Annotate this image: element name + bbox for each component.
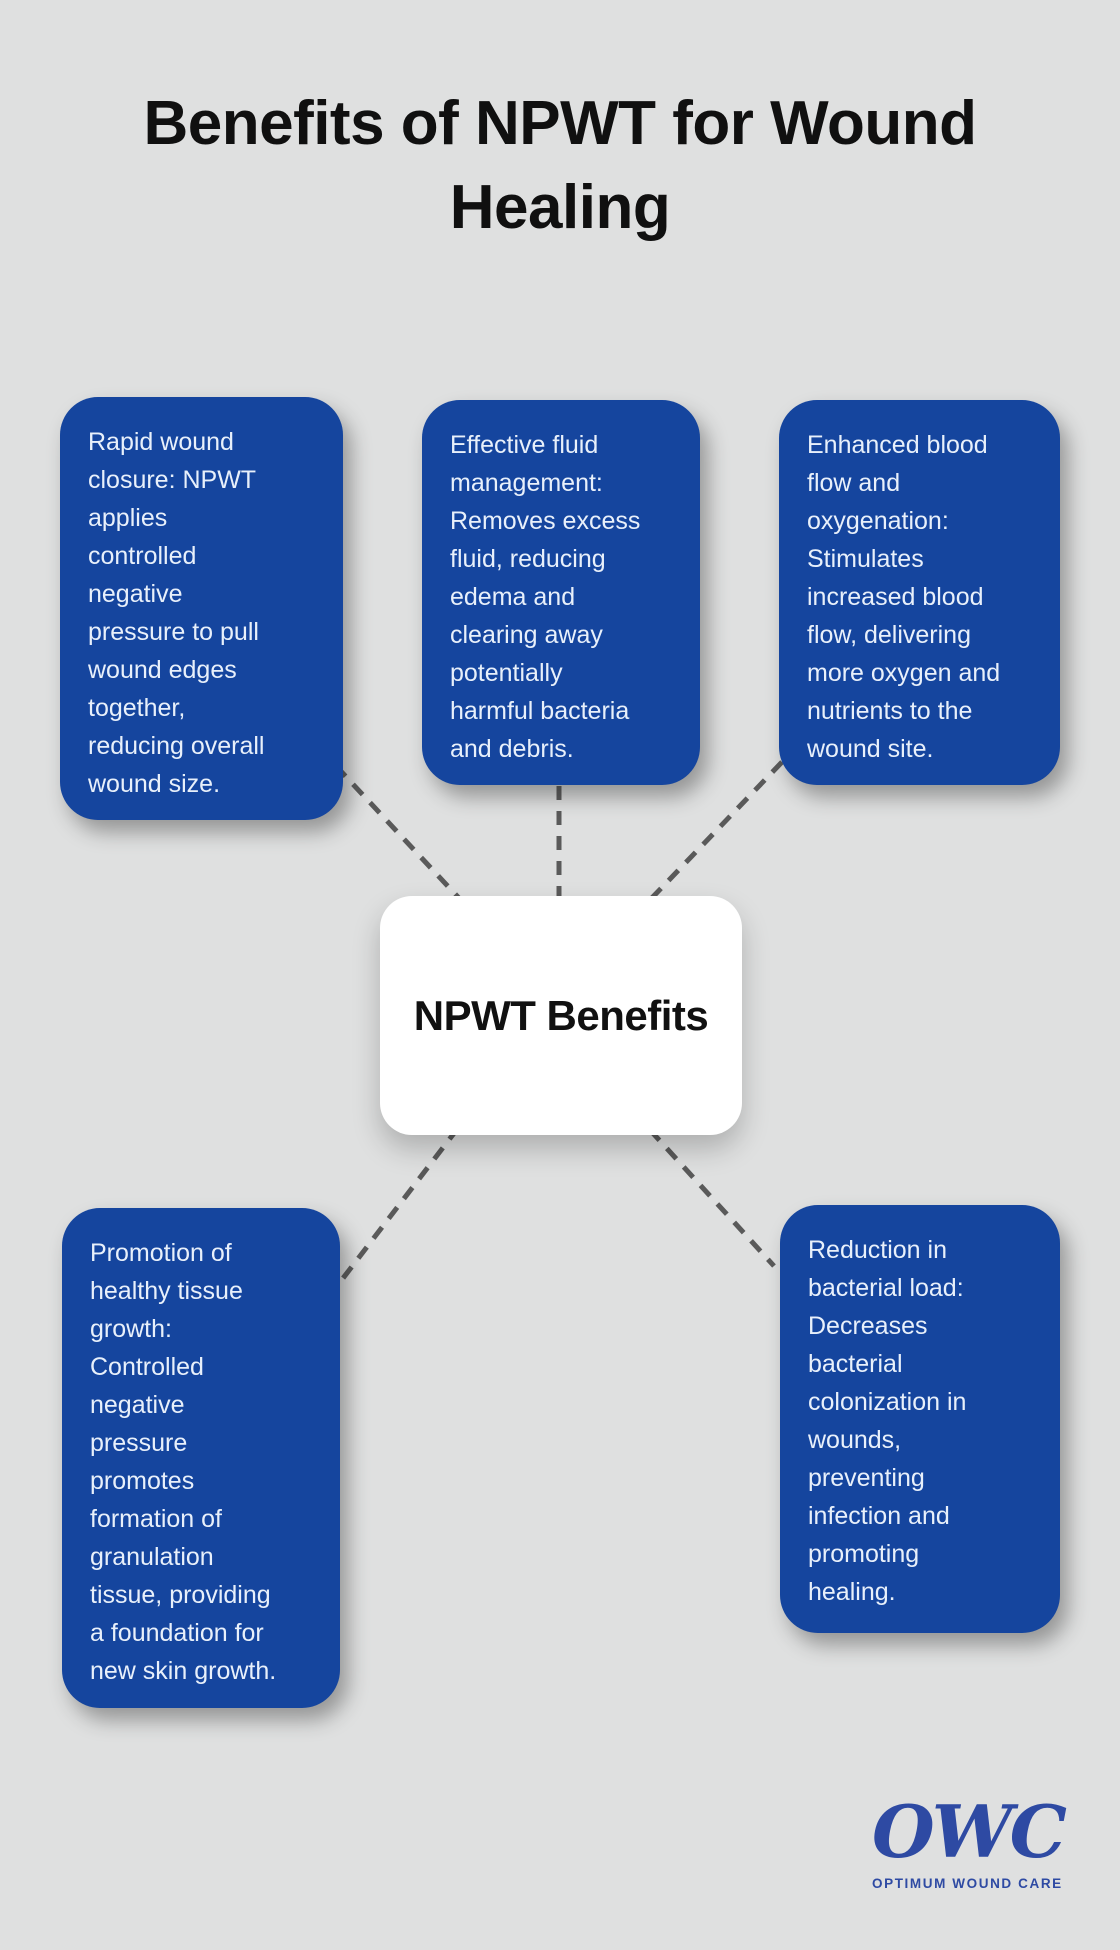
benefit-box-promotion-tissue-growth: Promotion of healthy tissue growth: Cont… [62, 1208, 340, 1708]
benefit-box-rapid-wound-closure: Rapid wound closure: NPWT applies contro… [60, 397, 343, 820]
benefit-box-reduction-bacterial-load: Reduction in bacterial load: Decreases b… [780, 1205, 1060, 1633]
center-node-label: NPWT Benefits [413, 991, 709, 1039]
benefit-box-effective-fluid-management: Effective fluid management: Removes exce… [422, 400, 700, 785]
owc-logo-monogram: OWC [872, 1789, 1067, 1874]
benefit-text-effective-fluid-management: Effective fluid management: Removes exce… [450, 431, 641, 763]
benefit-text-rapid-wound-closure: Rapid wound closure: NPWT applies contro… [88, 428, 265, 798]
page-title: Benefits of NPWT for Wound Healing [143, 89, 977, 242]
owc-logo-wordmark: OPTIMUM WOUND CARE [872, 1876, 1063, 1891]
benefit-text-enhanced-blood-flow: Enhanced blood flow and oxygenation: Sti… [807, 431, 1001, 763]
benefit-text-reduction-bacterial-load: Reduction in bacterial load: Decreases b… [808, 1236, 967, 1606]
owc-logo: OWC OPTIMUM WOUND CARE [872, 1789, 1067, 1892]
connector-top-right [646, 760, 784, 904]
benefit-text-promotion-tissue-growth: Promotion of healthy tissue growth: Cont… [90, 1239, 277, 1685]
center-node: NPWT Benefits [380, 896, 742, 1135]
connector-bottom-right [648, 1128, 776, 1268]
connector-top-left [334, 764, 472, 912]
connector-bottom-left [332, 1126, 460, 1292]
benefit-box-enhanced-blood-flow: Enhanced blood flow and oxygenation: Sti… [779, 400, 1060, 785]
